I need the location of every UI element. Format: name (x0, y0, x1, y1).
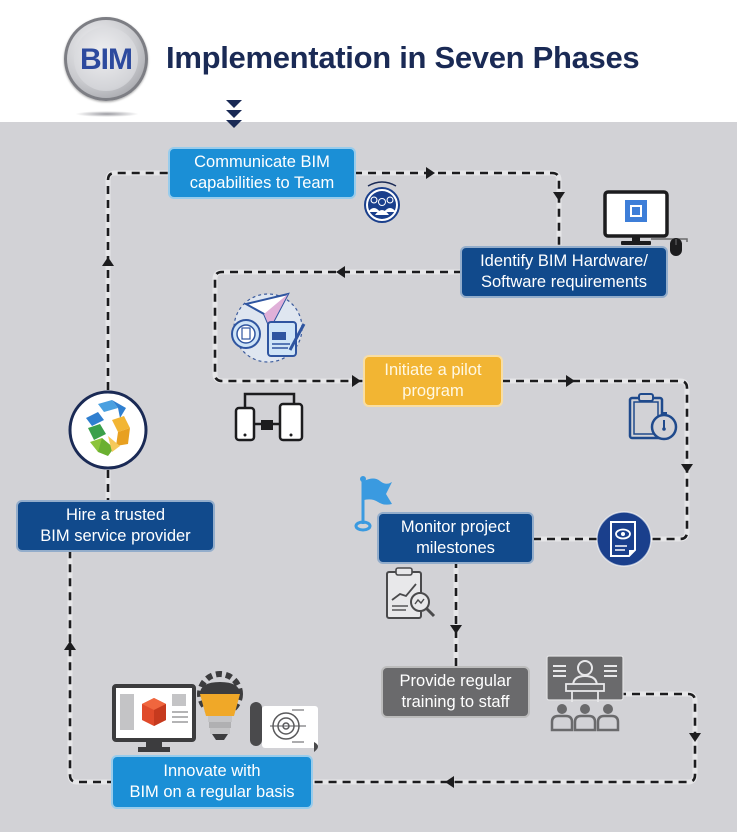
bim-model-monitor-icon (112, 684, 196, 752)
computer-monitor-icon (603, 190, 688, 256)
phase-communicate-box: Communicate BIM capabilities to Team (168, 147, 356, 199)
devices-icon (234, 392, 304, 442)
phase-innovate-box: Innovate with BIM on a regular basis (111, 755, 313, 809)
blueprint-target-icon (250, 702, 318, 752)
phase-label-line2: program (402, 382, 464, 400)
planning-icon (231, 292, 306, 363)
document-review-icon (596, 511, 652, 567)
triple-chevron-down-icon (226, 100, 242, 128)
bim-logo: BIM (64, 17, 148, 101)
phase-pilot-box: Initiate a pilot program (363, 355, 503, 407)
team-icon (364, 181, 400, 223)
phase-label-line1: Monitor project (400, 518, 511, 536)
phase-label-line2: training to staff (401, 693, 510, 711)
phase-label-line1: Hire a trusted (65, 506, 166, 524)
clipboard-stopwatch-icon (628, 393, 678, 441)
phase-label-line1: Identify BIM Hardware/ (480, 252, 648, 270)
analytics-report-icon (386, 567, 436, 619)
phase-training-box: Provide regular training to staff (381, 666, 530, 718)
phase-hire-box: Hire a trusted BIM service provider (16, 500, 215, 552)
flag-icon (354, 476, 392, 532)
phase-identify-box: Identify BIM Hardware/ Software requirem… (460, 246, 668, 298)
phase-label-line2: capabilities to Team (189, 174, 335, 192)
phase-label-line2: BIM on a regular basis (129, 783, 295, 801)
lightbulb-gear-icon (197, 671, 243, 740)
phase-label-line1: Communicate BIM (194, 153, 330, 171)
bim-service-provider-logo-icon (68, 390, 148, 470)
page-title: Implementation in Seven Phases (166, 40, 640, 75)
phase-label-line1: Innovate with (163, 762, 261, 780)
phase-label-line2: BIM service provider (40, 527, 191, 545)
phase-monitor-box: Monitor project milestones (377, 512, 534, 564)
phase-label-line1: Provide regular (399, 672, 512, 690)
phase-label-line2: Software requirements (481, 273, 647, 291)
phase-label-line2: milestones (416, 539, 495, 557)
presentation-training-icon (546, 655, 624, 732)
logo-shadow (75, 111, 139, 117)
bim-logo-text: BIM (80, 43, 133, 76)
header: BIM Implementation in Seven Phases (0, 0, 737, 122)
phase-label-line1: Initiate a pilot (384, 361, 482, 379)
